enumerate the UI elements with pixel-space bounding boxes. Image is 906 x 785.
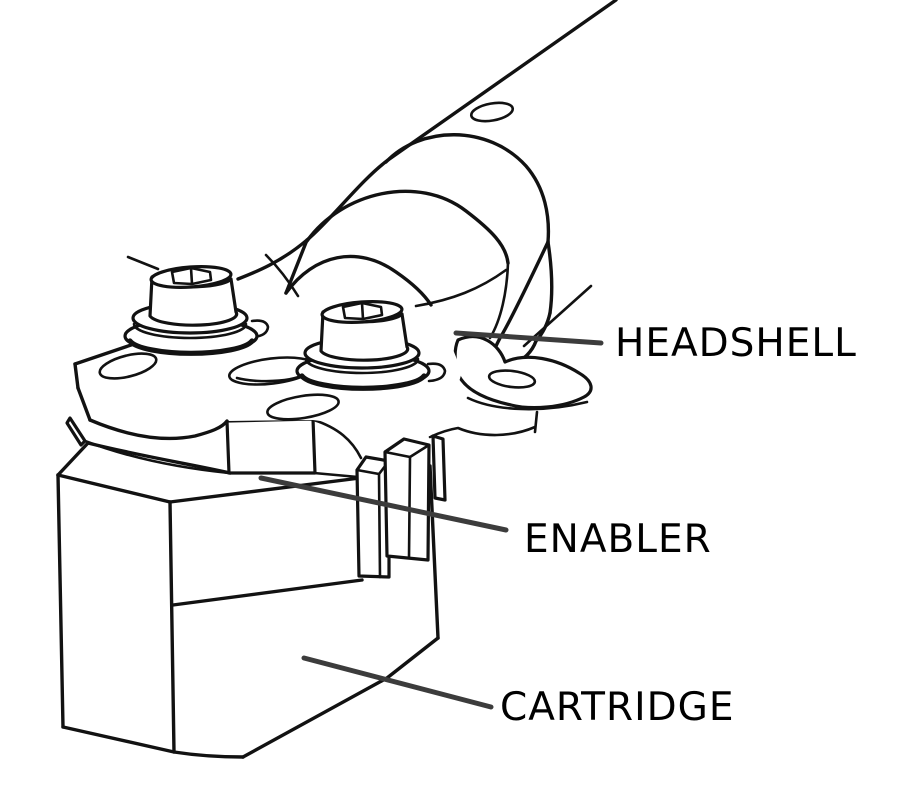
cartridge-left-edge: [56, 473, 65, 729]
collar-middle-arc: [305, 189, 510, 265]
cartridge-top-left-edge: [56, 441, 90, 477]
right-screw-recess: [341, 301, 384, 321]
cartridge-split-line: [171, 578, 364, 607]
tonearm-hole: [469, 101, 515, 123]
enabler-left-tip: [65, 416, 87, 447]
collar-neck-curve: [414, 268, 508, 308]
headshell-leader-line: [453, 330, 604, 346]
right-washer-separation: [304, 357, 420, 375]
cartridge-leader-line: [301, 655, 494, 710]
headshell-corner-strip: [431, 434, 447, 502]
collar-outer-arc: [384, 133, 551, 244]
headshell-front-edge: [88, 418, 229, 441]
terminal-block-front: [383, 437, 431, 562]
rear-slot-left-edge: [126, 255, 160, 271]
enabler-front-edge-left: [83, 439, 231, 475]
cartridge-silhouette: [58, 443, 438, 757]
headshell-slot-front: [266, 393, 340, 421]
terminal-blocks-drawing: [355, 434, 447, 579]
headshell-left-bevel-face: [76, 386, 92, 422]
rear-slot-right-edge: [264, 253, 300, 298]
enabler-front-face: [225, 417, 317, 475]
right-washer-lower-rim: [299, 373, 427, 391]
mounting-screw-right: [295, 300, 431, 391]
collar-right-edge: [546, 240, 554, 315]
plate-tab-right: [426, 362, 447, 383]
enabler-label: ENABLER: [524, 517, 712, 562]
hook-lower-curve: [428, 425, 537, 439]
terminal-block-rear-front-edge: [377, 472, 382, 579]
left-screw-recess: [170, 266, 213, 286]
headshell-back-edge: [73, 341, 139, 366]
cartridge-label: CARTRIDGE: [500, 685, 735, 730]
headshell-slot-left: [98, 352, 158, 380]
headshell-label: HEADSHELL: [615, 321, 857, 366]
hook-bottom-edge: [466, 396, 589, 411]
mounting-screw-left: [123, 265, 259, 356]
enabler-drawing: [65, 416, 363, 475]
cartridge-front-vertical-edge: [168, 500, 176, 754]
cartridge-right-face-top-edge: [168, 476, 362, 504]
collar-inner-edge: [488, 261, 510, 340]
collar-third-arc: [284, 254, 433, 307]
enabler-right-edge: [312, 418, 363, 460]
hook-oval-hole: [487, 369, 537, 389]
cartridge-right-edge: [428, 464, 440, 640]
cartridge-top-sliver-edge: [312, 471, 360, 479]
cartridge-drawing: [56, 441, 440, 759]
collar-bell-left: [488, 240, 550, 363]
plate-tab-left: [250, 319, 270, 339]
headshell-left-bevel-top: [73, 362, 80, 390]
enabler-leader-line: [258, 475, 509, 533]
leader-lines: [258, 330, 604, 710]
hook-vertical-edge: [533, 410, 539, 434]
part-labels: HEADSHELL ENABLER CARTRIDGE: [500, 321, 857, 730]
left-washer-lower-rim: [127, 338, 255, 356]
cartridge-top-front-edge: [56, 473, 172, 504]
left-washer-separation: [132, 322, 248, 340]
